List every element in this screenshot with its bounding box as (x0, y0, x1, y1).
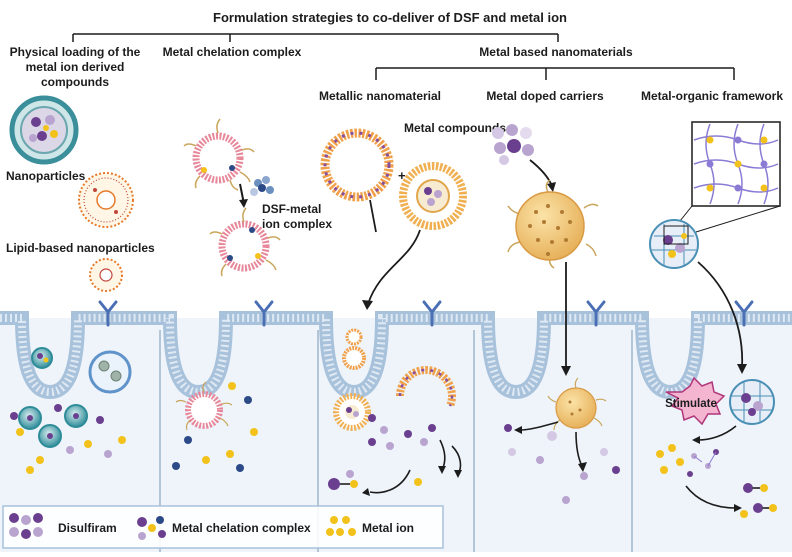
arrow-head-icon (514, 426, 522, 434)
metal-ion-swatch-icon (326, 516, 356, 536)
endocytosed-liposome (342, 328, 366, 370)
arrow-stimulate (697, 425, 737, 441)
legend-disulfiram: Disulfiram (58, 521, 117, 535)
arrow-head-icon (438, 466, 446, 474)
top-bracket (72, 33, 735, 80)
chelation-released-molecules (172, 382, 258, 472)
receptor-icon (586, 300, 606, 327)
label-lipid: Lipid-based nanoparticles (6, 241, 155, 255)
receptor-icon (734, 300, 754, 327)
label-stimulate: Stimulate (665, 398, 717, 410)
cell-membrane (0, 311, 792, 400)
endocytosed-nanoparticle (31, 347, 53, 369)
arrow-head-icon (362, 300, 373, 310)
diagram-title: Formulation strategies to co-deliver of … (213, 10, 567, 25)
arrow-mof (697, 261, 744, 369)
metallic-complex-product (328, 478, 358, 490)
released-nanoparticles (18, 404, 88, 448)
lipid-nanoparticle-icon (78, 172, 134, 228)
receptor-icon (254, 300, 274, 327)
arrow-head-icon (454, 470, 462, 478)
label-dsf-complex-2: ion complex (262, 217, 332, 231)
mof-released-molecules (656, 444, 719, 477)
receptor-icon (98, 300, 118, 327)
disulfiram-swatch-icon (9, 513, 43, 539)
liposome-icon (183, 118, 255, 191)
endosome-vesicle (88, 350, 132, 394)
degrading-liposome (333, 366, 456, 431)
stimulate-burst: Stimulate (665, 376, 726, 426)
arrow-head-icon (547, 182, 556, 192)
metallic-released-molecules (346, 414, 436, 486)
label-physical-1: Physical loading of the (10, 45, 141, 59)
arrow-head-icon (734, 504, 742, 512)
internalized-doped-carrier (547, 377, 607, 431)
released-molecules (10, 404, 126, 474)
label-metallic: Metallic nanomaterial (319, 89, 441, 103)
nanoparticle-icon (9, 95, 79, 165)
mof-lattice-inset (691, 121, 781, 207)
legend: Disulfiram Metal chelation complex Metal… (2, 505, 444, 549)
internalized-mof (729, 379, 775, 425)
legend-box (2, 505, 444, 549)
chelation-liposome-icon (209, 207, 281, 277)
arrow-metallic-2 (369, 199, 377, 233)
inset-pointer (695, 205, 781, 233)
label-physical-2: metal ion derived (26, 60, 125, 74)
arrow-head-icon (578, 462, 587, 472)
dsf-metal-complex-cluster-icon (250, 176, 274, 196)
label-doped: Metal doped carriers (486, 89, 604, 103)
metal-compound-liposome-icon (399, 162, 467, 230)
legend-chelation: Metal chelation complex (172, 521, 311, 535)
label-nanoparticles: Nanoparticles (6, 169, 86, 183)
arrow-head-icon (737, 364, 747, 374)
internalized-liposome (175, 381, 233, 431)
plus-sign: + (398, 168, 406, 183)
arrow-metallic (367, 229, 421, 305)
metallic-liposome-icon (320, 128, 394, 202)
receptor-icon (422, 300, 442, 327)
arrow-head-icon (561, 366, 571, 376)
doped-carrier-icon (507, 179, 599, 269)
lipid-nanoparticle-small-icon (89, 258, 123, 292)
metal-precursor-cluster-icon (492, 124, 534, 165)
label-nanomaterials: Metal based nanomaterials (479, 45, 633, 59)
label-dsf-complex-1: DSF-metal (262, 202, 321, 216)
label-chelation: Metal chelation complex (163, 45, 302, 59)
doped-released-molecules (504, 424, 620, 504)
label-metal-compounds: Metal compounds (404, 121, 506, 135)
chelation-complex-swatch-icon (137, 516, 166, 540)
label-physical-3: compounds (41, 75, 109, 89)
legend-metal-ion: Metal ion (362, 521, 414, 535)
mof-particle-icon (649, 219, 699, 269)
arrow-head-icon (692, 436, 700, 444)
arrow-head-icon (362, 488, 370, 496)
arrow-head-icon (239, 199, 248, 208)
mof-complex-product (740, 483, 777, 518)
arrow-mof-complex (685, 485, 737, 509)
label-mof: Metal-organic framework (641, 89, 783, 103)
